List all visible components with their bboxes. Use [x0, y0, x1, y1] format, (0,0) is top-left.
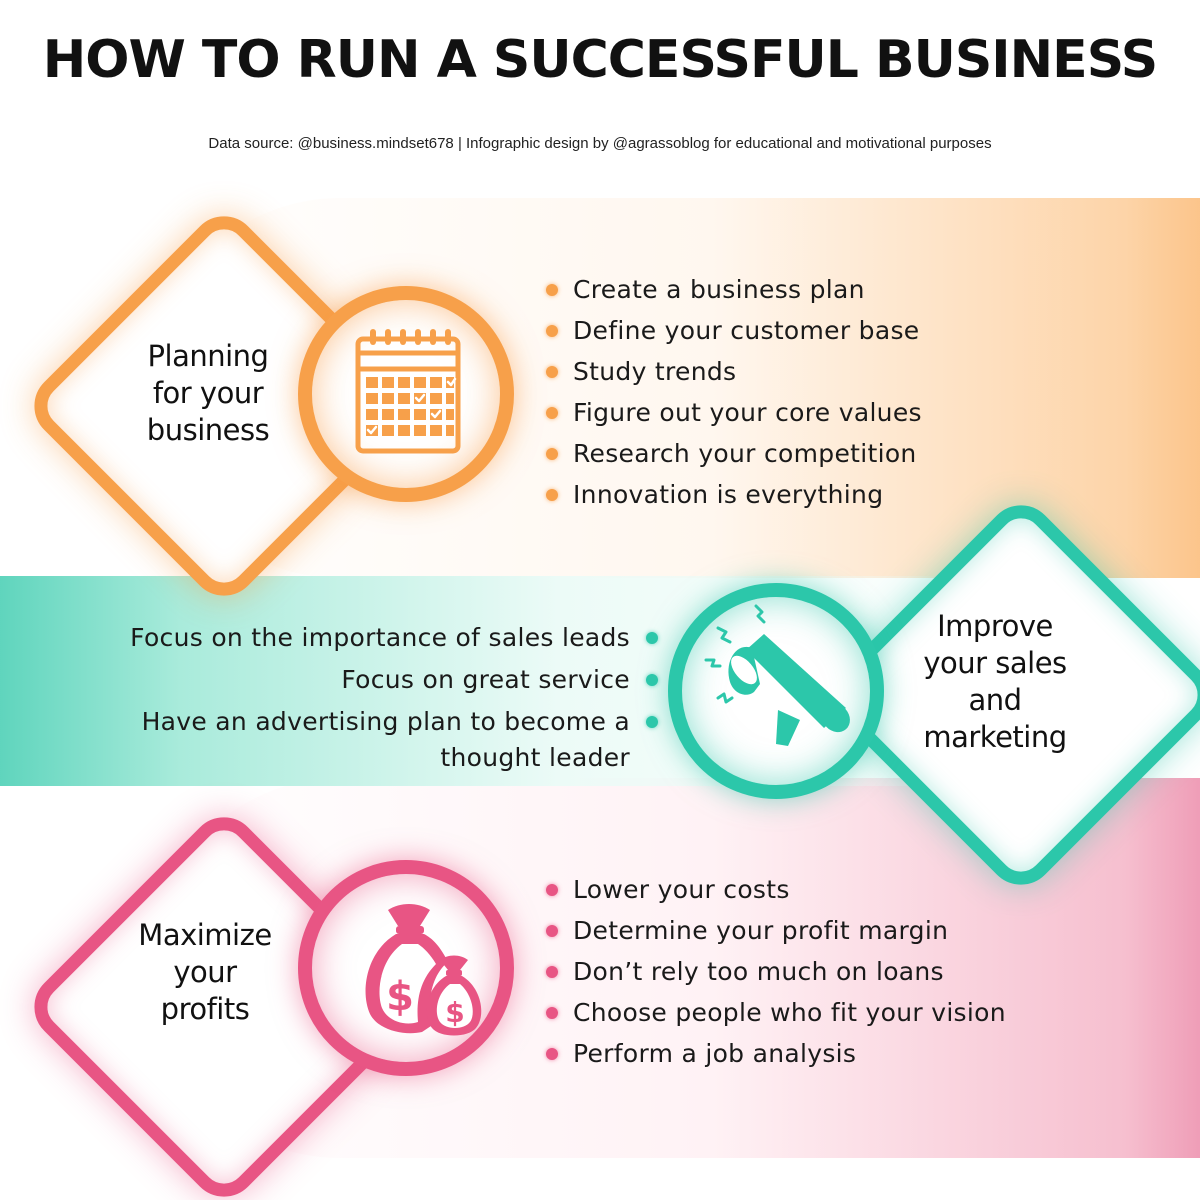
- list-item: Determine your profit margin: [546, 910, 1006, 951]
- dollar-sign-large: $: [386, 974, 414, 1020]
- list-item: Focus on the importance of sales leads: [130, 620, 658, 656]
- list-item: Define your customer base: [546, 310, 922, 351]
- profits-label: Maximize your profits: [138, 918, 272, 1026]
- list-item: Research your competition: [546, 433, 922, 474]
- sales-label: Improve your sales and marketing: [923, 609, 1067, 754]
- list-item: Figure out your core values: [546, 392, 922, 433]
- list-item: Innovation is everything: [546, 474, 922, 515]
- money-bags-icon: $ $: [365, 904, 482, 1036]
- list-item: Focus on great service: [130, 662, 658, 698]
- list-item: Lower your costs: [546, 869, 1006, 910]
- profits-list: Lower your costs Determine your profit m…: [546, 869, 1006, 1074]
- page-title: HOW TO RUN A SUCCESSFUL BUSINESS: [42, 30, 1159, 90]
- planning-list: Create a business plan Define your custo…: [546, 269, 922, 515]
- page-subtitle: Data source: @business.mindset678 | Info…: [208, 135, 992, 152]
- list-item: Perform a job analysis: [546, 1033, 1006, 1074]
- list-item: Have an advertising plan to become a tho…: [130, 704, 658, 776]
- list-item: Create a business plan: [546, 269, 922, 310]
- list-item: Don’t rely too much on loans: [546, 951, 1006, 992]
- calendar-icon: [355, 329, 461, 454]
- sales-list: Focus on the importance of sales leads F…: [130, 620, 658, 782]
- planning-label: Planning for your business: [146, 339, 270, 447]
- list-item: Study trends: [546, 351, 922, 392]
- list-item: Choose people who fit your vision: [546, 992, 1006, 1033]
- megaphone-icon: [704, 604, 850, 746]
- dollar-sign-small: $: [445, 996, 464, 1029]
